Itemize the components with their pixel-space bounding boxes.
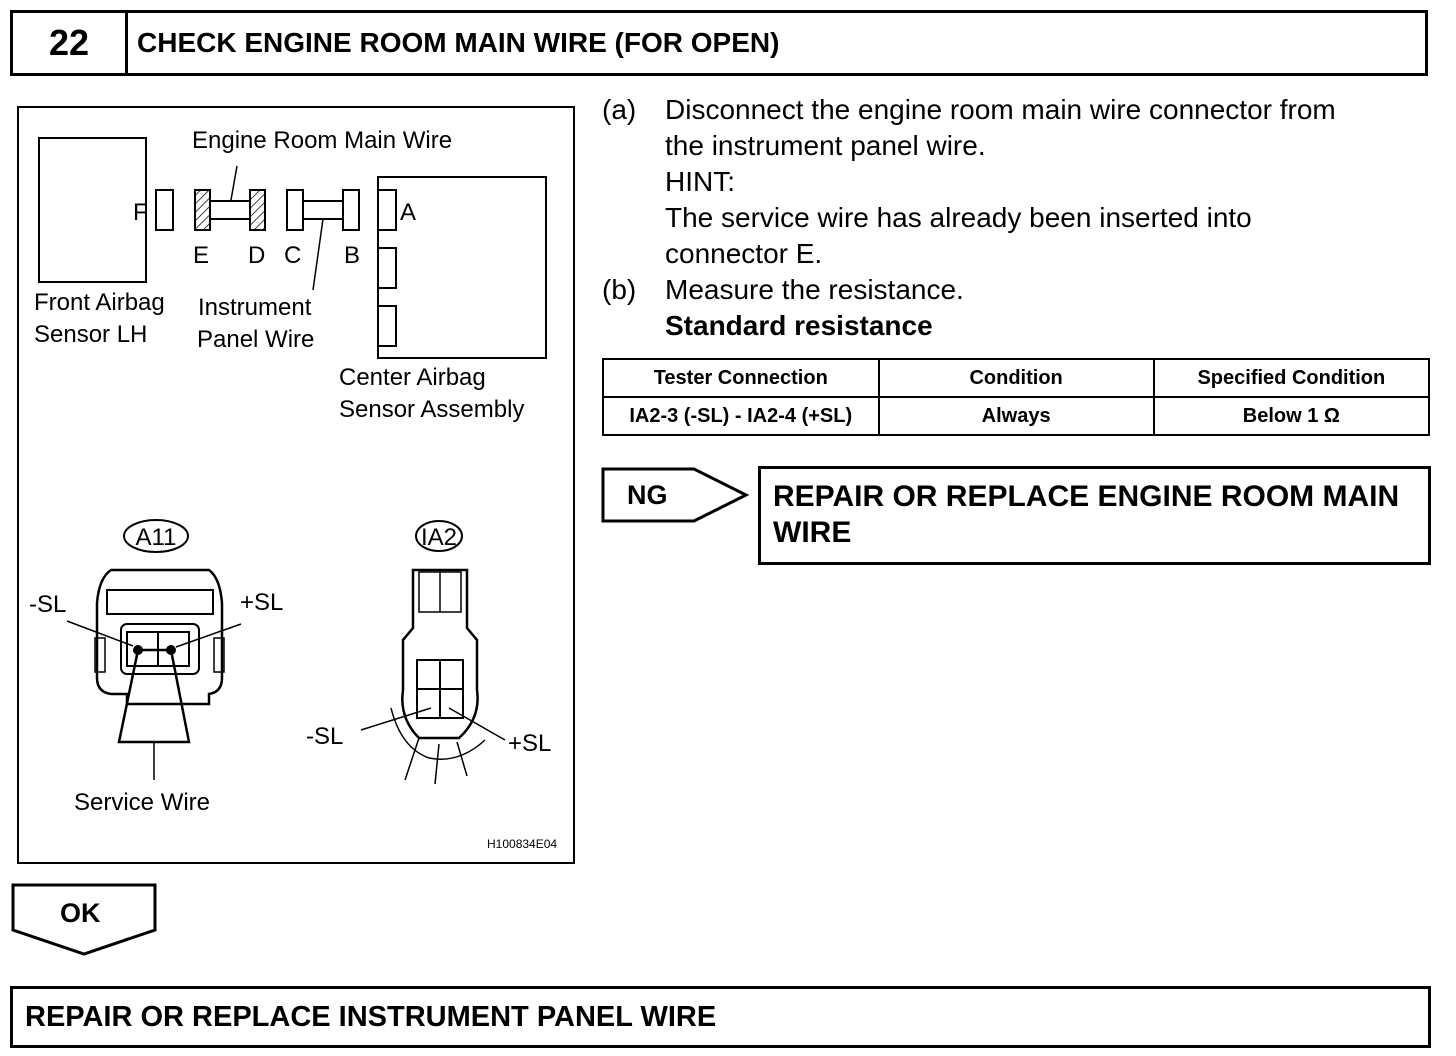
table-row: IA2-3 (-SL) - IA2-4 (+SL) Always Below 1… [602, 396, 1431, 436]
column-header: Specified Condition [1152, 358, 1431, 398]
step-number: 22 [13, 13, 128, 73]
ng-result-box: REPAIR OR REPLACE ENGINE ROOM MAIN WIRE [758, 466, 1431, 565]
center-airbag-label-2: Sensor Assembly [339, 396, 524, 423]
front-airbag-sensor-box [38, 137, 147, 283]
connector-b-label: B [344, 242, 360, 269]
service-wire-label: Service Wire [74, 789, 210, 816]
figure-code: H100834E04 [487, 837, 557, 851]
column-header: Tester Connection [602, 358, 880, 398]
step-header: 22 CHECK ENGINE ROOM MAIN WIRE (FOR OPEN… [10, 10, 1428, 76]
step-a-line-2: the instrument panel wire. [665, 130, 986, 161]
front-airbag-label-2: Sensor LH [34, 321, 147, 348]
a11-minus-sl-label: -SL [29, 591, 66, 618]
ia2-label: IA2 [421, 524, 457, 551]
ia2-connector-shape [401, 568, 479, 740]
center-airbag-label-1: Center Airbag [339, 364, 486, 391]
hint-line-1: The service wire has already been insert… [665, 202, 1252, 233]
a11-label: A11 [136, 524, 177, 551]
ok-result-text: REPAIR OR REPLACE INSTRUMENT PANEL WIRE [25, 1000, 717, 1033]
ng-label: NG [627, 480, 668, 510]
table-header-row: Tester Connection Condition Specified Co… [602, 358, 1431, 398]
step-b-text: Measure the resistance. [665, 274, 964, 305]
service-wire-shape [117, 648, 191, 744]
connector-f-shape [155, 189, 174, 231]
connector-c-shape [286, 189, 304, 231]
front-airbag-label-1: Front Airbag [34, 289, 165, 316]
ia2-minus-sl-label: -SL [306, 723, 343, 750]
ng-arrow: NG [601, 467, 750, 523]
connector-d-label: D [248, 242, 265, 269]
wiring-diagram: F Engine Room Main Wire E D C B A Front … [29, 127, 557, 851]
standard-resistance-label: Standard resistance [665, 310, 933, 341]
step-title: CHECK ENGINE ROOM MAIN WIRE (FOR OPEN) [137, 27, 780, 58]
connector-e-label: E [193, 242, 209, 269]
ia2-plus-sl-label: +SL [508, 730, 551, 757]
column-header: Condition [877, 358, 1155, 398]
ok-result-box: REPAIR OR REPLACE INSTRUMENT PANEL WIRE [10, 986, 1431, 1048]
step-b-marker: (b) [602, 274, 637, 305]
hint-label: HINT: [665, 166, 735, 197]
instrument-panel-label-2: Panel Wire [197, 326, 314, 353]
wiring-illustration: F Engine Room Main Wire E D C B A Front … [17, 106, 575, 864]
ok-arrow: OK [11, 883, 157, 956]
connector-a-label: A [400, 199, 416, 226]
connector-b-shape [342, 189, 360, 231]
step-a-marker: (a) [602, 94, 637, 125]
connector-e-shape [194, 189, 211, 231]
hint-line-2: connector E. [665, 238, 823, 269]
step-a-line-1: Disconnect the engine room main wire con… [665, 94, 1336, 125]
connector-c-label: C [284, 242, 301, 269]
table-cell: IA2-3 (-SL) - IA2-4 (+SL) [602, 396, 880, 436]
engine-room-main-wire-label: Engine Room Main Wire [192, 127, 452, 154]
table-cell: Below 1 Ω [1152, 396, 1431, 436]
a11-connector-shape [95, 568, 224, 706]
ok-label: OK [60, 898, 101, 928]
connector-d-shape [249, 189, 266, 231]
table-cell: Always [877, 396, 1155, 436]
ng-result-text: REPAIR OR REPLACE ENGINE ROOM MAIN WIRE [773, 480, 1400, 549]
spec-table: Tester Connection Condition Specified Co… [602, 358, 1431, 436]
connector-f-label: F [133, 199, 148, 226]
a11-plus-sl-label: +SL [240, 589, 283, 616]
instrument-panel-label-1: Instrument [198, 294, 312, 321]
